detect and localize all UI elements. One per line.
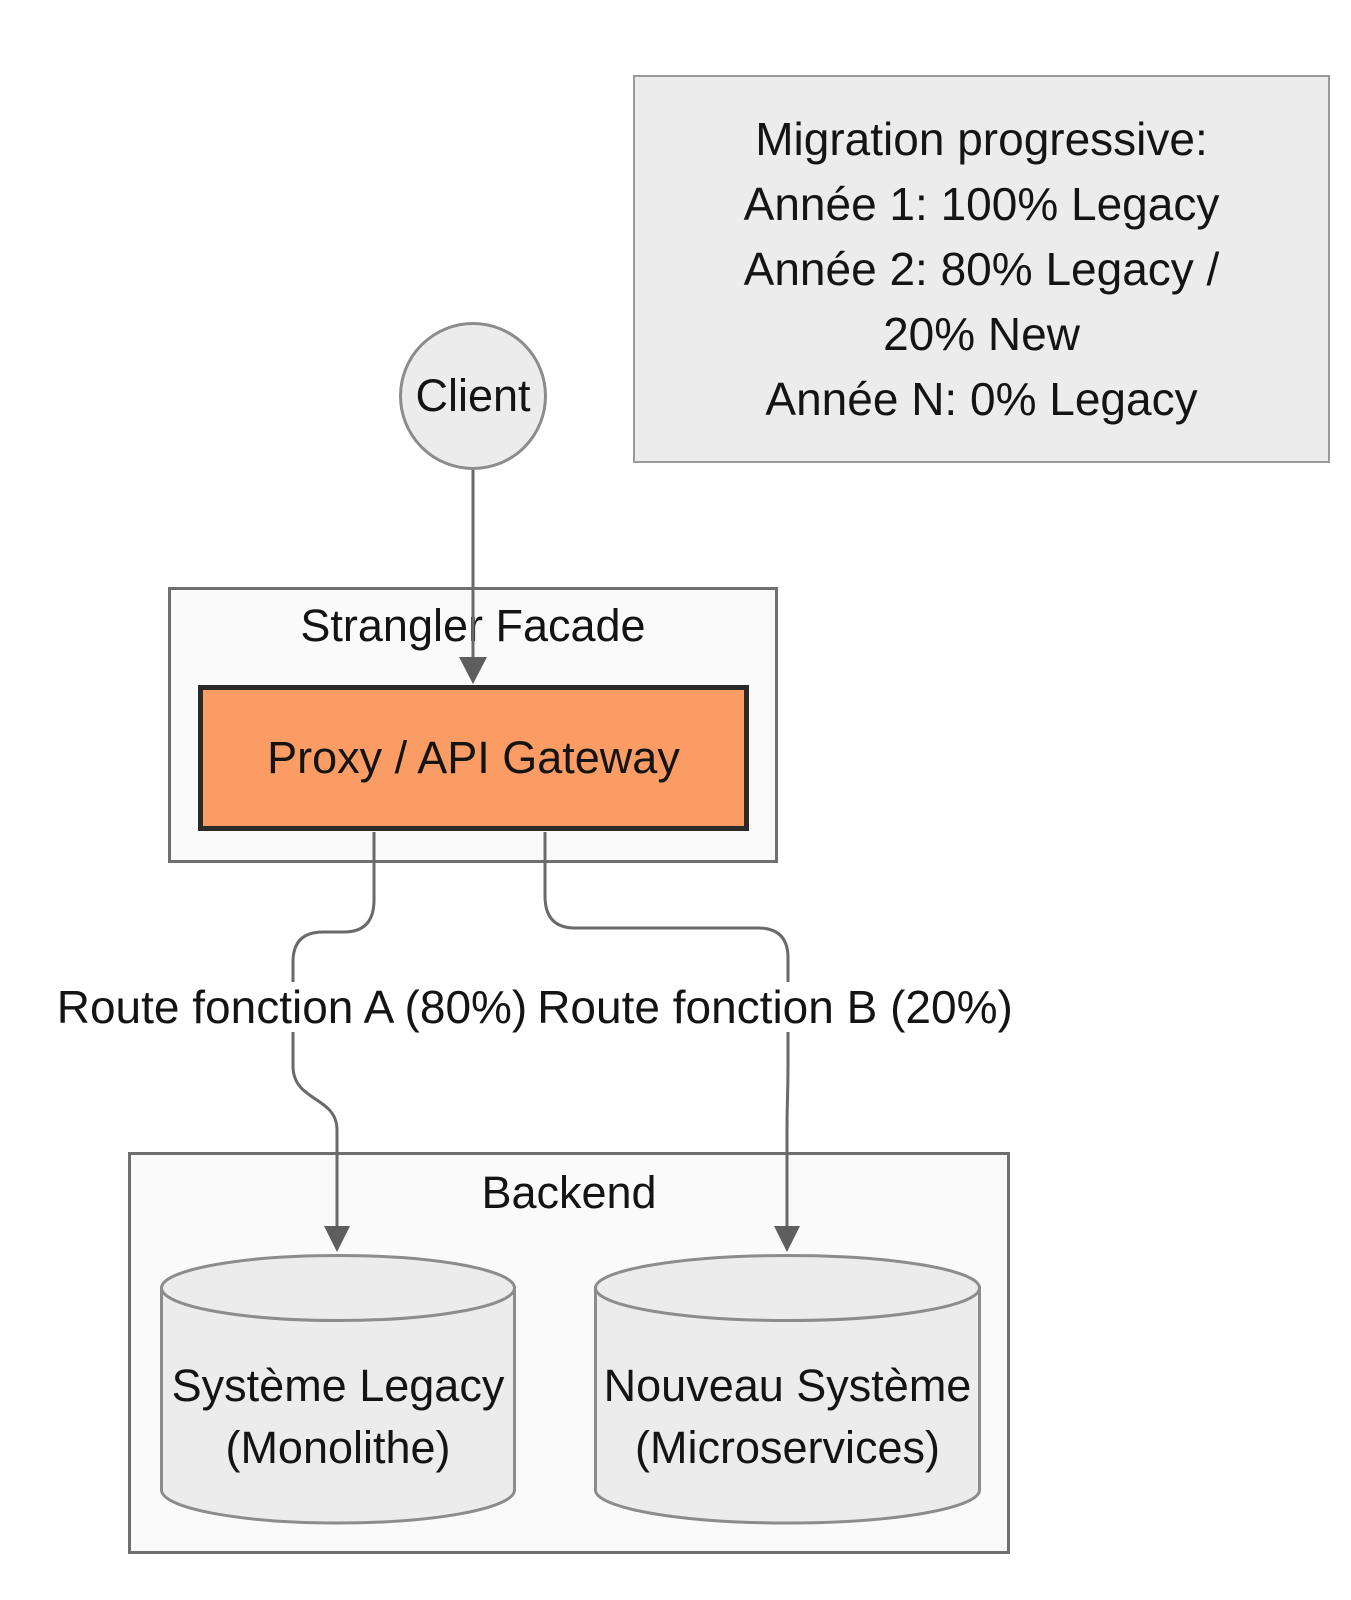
client-label: Client: [415, 370, 531, 421]
database-cylinder-icon: [160, 1254, 516, 1525]
client-node: Client: [399, 322, 547, 470]
route-a-label: Route fonction A (80%): [50, 982, 534, 1032]
migration-note: Migration progressive: Année 1: 100% Leg…: [633, 75, 1330, 463]
note-line: Migration progressive:: [755, 112, 1208, 165]
legacy-system-label: Système Legacy (Monolithe): [171, 1360, 505, 1473]
proxy-label: Proxy / API Gateway: [267, 732, 680, 783]
note-line: 20% New: [883, 307, 1080, 360]
note-line: Année 1: 100% Legacy: [743, 177, 1220, 230]
new-system-label: Nouveau Système (Microservices): [603, 1360, 972, 1473]
legacy-system-node: Système Legacy (Monolithe): [159, 1253, 517, 1525]
proxy-api-gateway-node: Proxy / API Gateway: [198, 685, 749, 831]
new-system-node: Nouveau Système (Microservices): [593, 1253, 982, 1525]
note-line: Année 2: 80% Legacy /: [743, 242, 1220, 295]
backend-title: Backend: [481, 1167, 657, 1218]
route-b-label: Route fonction B (20%): [531, 982, 1019, 1032]
note-line: Année N: 0% Legacy: [765, 372, 1198, 425]
database-cylinder-icon: [594, 1254, 981, 1525]
strangler-facade-title: Strangler Facade: [300, 600, 646, 651]
